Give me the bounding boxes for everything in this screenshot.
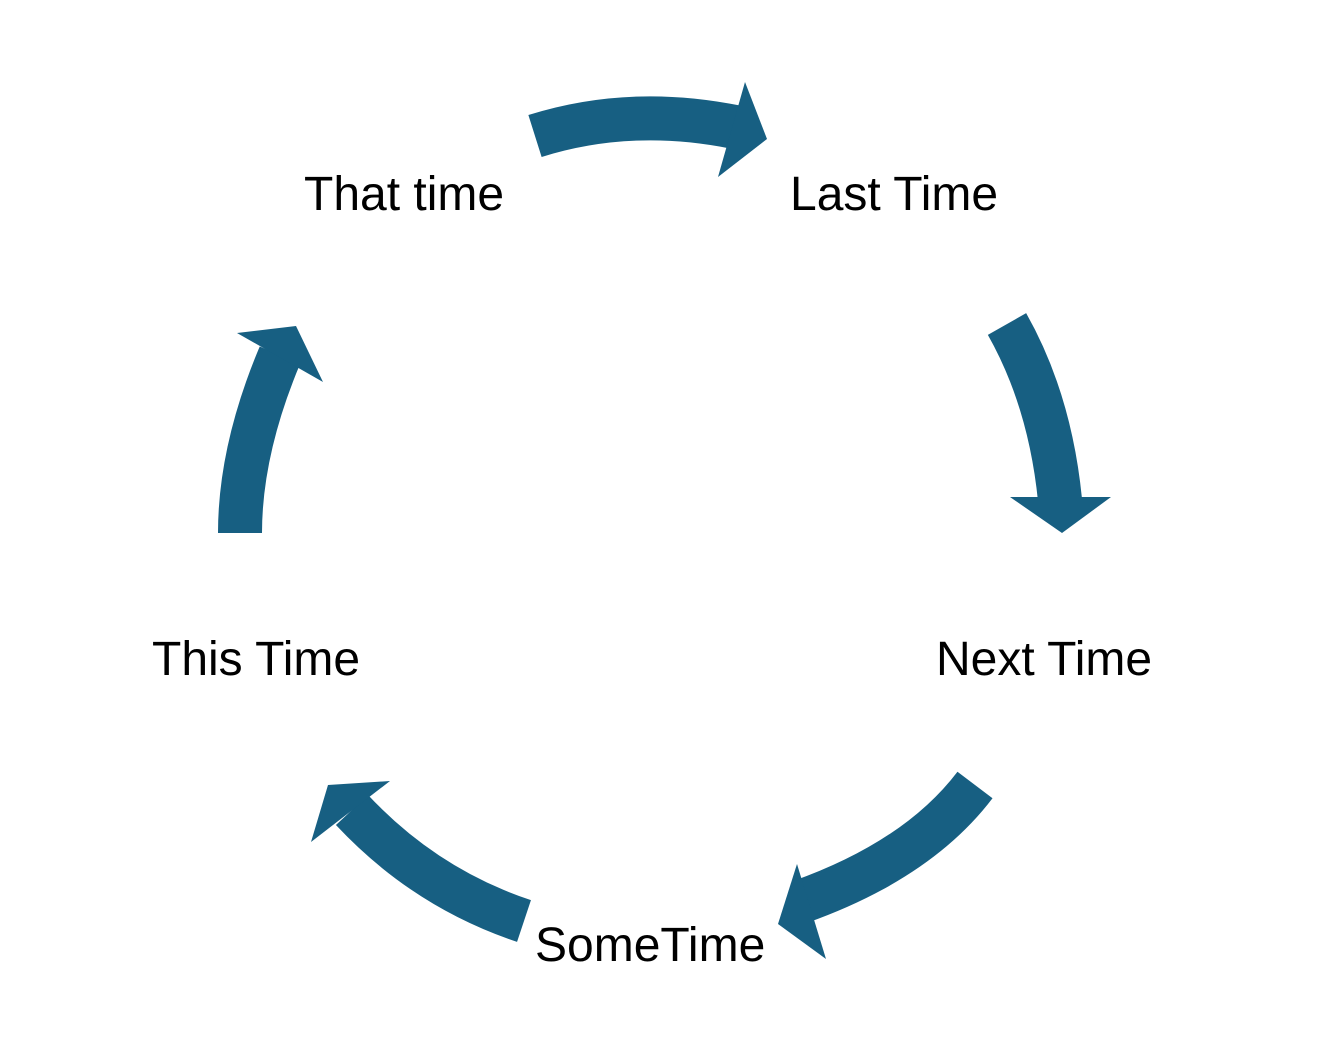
- cycle-arrowhead-this-to-that: [237, 326, 323, 382]
- node-label-last-time: Last Time: [790, 168, 999, 221]
- cycle-arrowhead-next-to-some: [778, 864, 826, 959]
- cycle-arrow-this-to-that: [218, 346, 301, 534]
- cycle-arrow-next-to-some: [792, 771, 993, 923]
- cycle-arrowhead-some-to-this: [311, 781, 390, 842]
- cycle-arrow-that-to-last: [528, 96, 740, 158]
- node-label-sometime: SomeTime: [535, 919, 766, 972]
- cycle-arrow-last-to-next: [987, 313, 1082, 503]
- node-label-next-time: Next Time: [936, 633, 1153, 686]
- cycle-arrowhead-last-to-next: [1010, 497, 1111, 533]
- node-label-that-time: That time: [304, 168, 505, 221]
- cycle-arrow-some-to-this: [335, 794, 532, 942]
- node-label-this-time: This Time: [152, 633, 361, 686]
- cycle-arrowhead-that-to-last: [718, 82, 767, 177]
